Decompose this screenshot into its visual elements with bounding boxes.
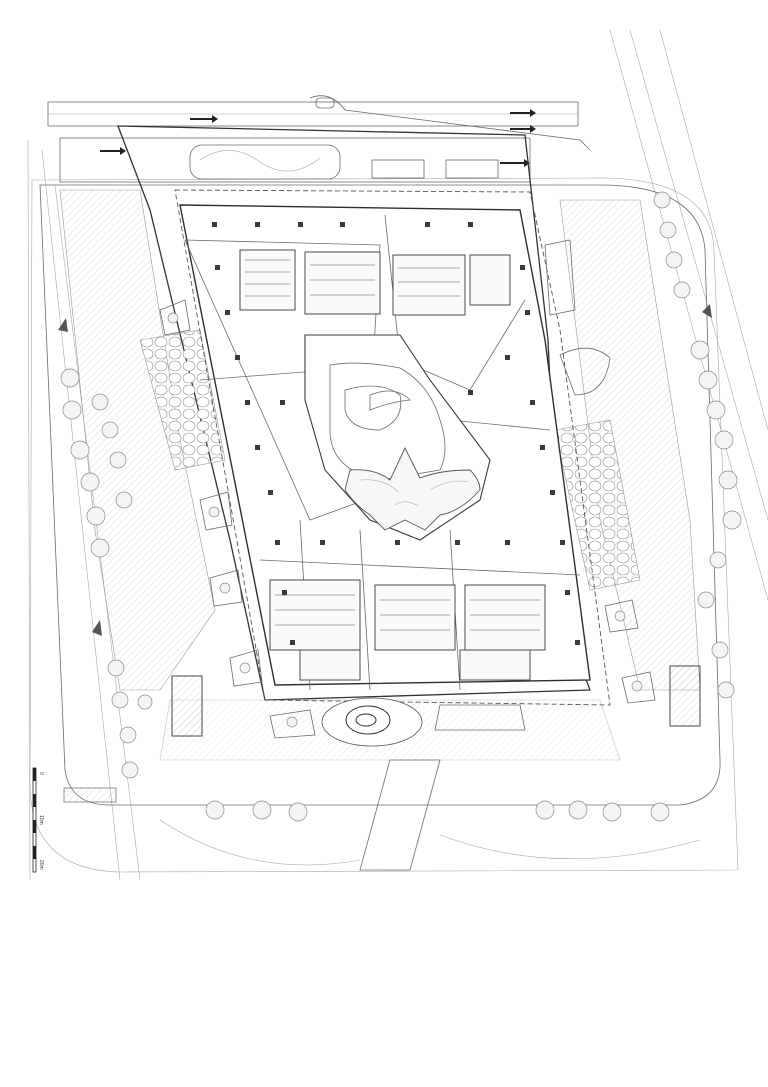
building-floor-plan bbox=[179, 204, 591, 691]
scale-label-10m: 10m bbox=[38, 815, 44, 825]
south-walkway bbox=[359, 759, 441, 871]
structural-columns bbox=[212, 222, 580, 645]
trees-west bbox=[60, 368, 153, 779]
star-skylight bbox=[344, 446, 481, 531]
entrance-sculpture bbox=[321, 697, 423, 747]
planter-islands bbox=[159, 239, 656, 739]
scale-label-0: 0 bbox=[38, 772, 44, 775]
trees-south bbox=[205, 800, 670, 822]
building-line bbox=[174, 189, 611, 706]
ramps bbox=[63, 665, 701, 803]
scale-bar: 0 10m 20m bbox=[32, 767, 44, 873]
entrance-road bbox=[47, 95, 591, 183]
cellular-paving bbox=[139, 329, 641, 591]
trees-east bbox=[653, 191, 742, 699]
traffic-arrows bbox=[100, 109, 536, 167]
north-markers bbox=[58, 304, 712, 636]
scale-label-20m: 20m bbox=[38, 860, 44, 870]
